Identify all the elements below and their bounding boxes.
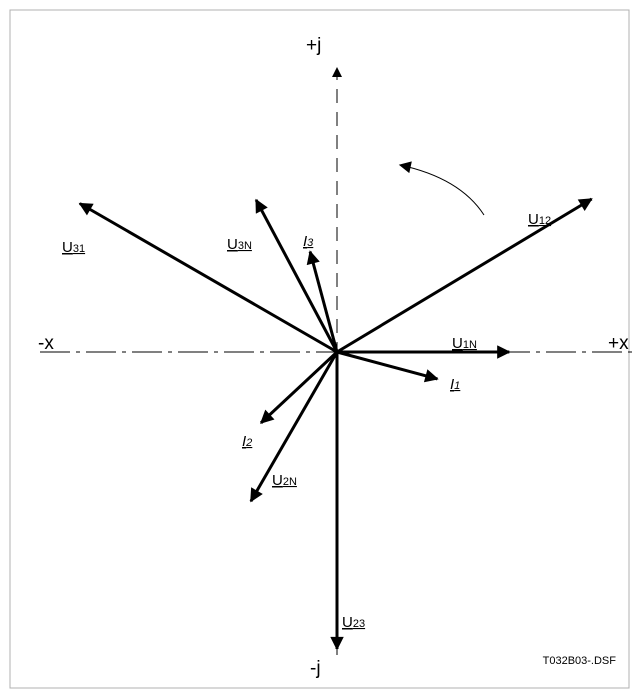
vector-label-u2n: U2N	[272, 472, 297, 489]
vector-i1-arrow	[336, 350, 439, 383]
vector-label-u31: U31	[62, 239, 85, 256]
axis-label-pos-imag: +j	[306, 35, 321, 56]
axis-label-neg-imag: -j	[310, 658, 321, 679]
rotation-direction-arrow	[398, 161, 485, 216]
vector-i2-arrow	[259, 350, 339, 424]
vector-label-u3n: U3N	[227, 236, 252, 253]
vector-u2n-arrow	[249, 351, 339, 503]
vector-label-i2: I2	[242, 433, 252, 450]
axis-label-neg-real: -x	[38, 333, 54, 354]
vector-label-u23: U23	[342, 614, 365, 631]
vector-u12-arrow	[336, 197, 593, 354]
vector-u3n-arrow	[254, 198, 339, 353]
phasor-vectors	[78, 197, 593, 651]
vector-u31-arrow	[78, 202, 338, 354]
diagram-frame	[9, 9, 630, 689]
vector-label-i3: I3	[303, 233, 314, 250]
diagram-filename: T032B03-.DSF	[543, 655, 617, 667]
axis-label-pos-real: +x	[608, 333, 629, 354]
vector-i3-arrow	[306, 250, 339, 353]
vector-label-u12: U12	[528, 211, 551, 228]
vector-label-i1: I1	[450, 376, 460, 393]
vector-label-u1n: U1N	[452, 335, 477, 352]
